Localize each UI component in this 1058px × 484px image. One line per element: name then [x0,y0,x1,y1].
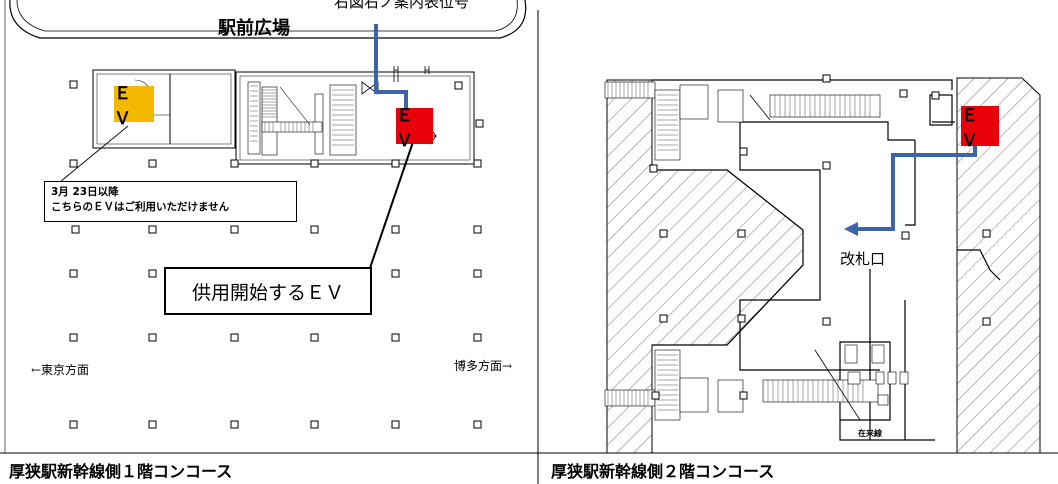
note-line-2: こちらのＥＶはご利用いただけません [51,201,230,213]
ev-closure-note: 3月 23日以降 こちらのＥＶはご利用いただけません [44,181,297,222]
top-cut-text: 右図右ノ案内表位号 [334,0,470,11]
right-panel-title: 厚狭駅新幹線側２階コンコース [551,462,775,481]
right-elevator-marker: ＥＶ [961,106,999,151]
new-ev-callout: 供用開始するＥＶ [164,267,372,315]
new-elevator-marker: ＥＶ [396,106,433,151]
left-column-markers [69,80,484,429]
plaza-label: 駅前広場 [218,18,290,39]
note-leader [59,125,129,183]
old-elevator-marker: ＥＶ [114,84,154,129]
right-route-arrow [855,145,977,231]
direction-tokyo: ←東京方面 [31,363,90,377]
ticket-gate-label: 改札口 [839,248,887,269]
plaza-boundary [9,0,527,39]
station-building-outline [92,69,475,165]
direction-hakata: 博多方面→ [454,359,513,373]
note-line-1: 3月 23日以降 [51,186,119,198]
conventional-line-label: 在来線 [858,429,882,438]
callout-leader [369,141,414,269]
left-panel-title: 厚狭駅新幹線側１階コンコース [9,462,233,481]
restroom-area [844,344,909,406]
right-column-markers [649,74,991,400]
left-route-arrow [374,24,408,110]
left-stairs [247,81,357,156]
right-building-outline [652,79,1001,441]
